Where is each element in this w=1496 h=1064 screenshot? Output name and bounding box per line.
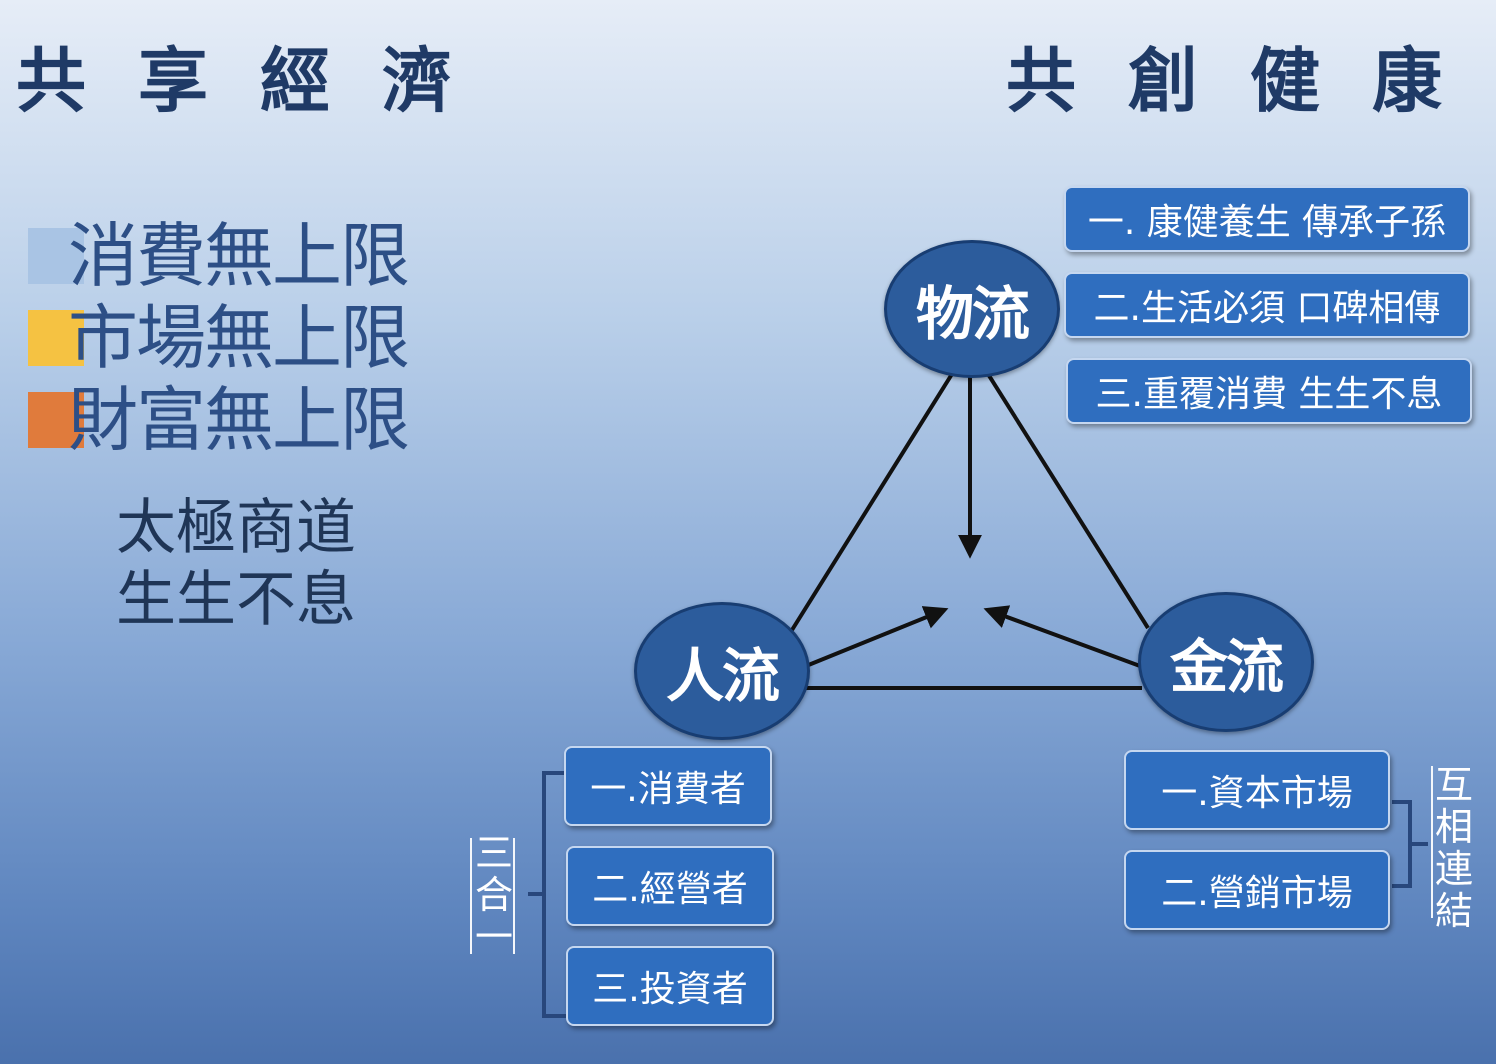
bracket-san-he-yi [528, 771, 566, 1018]
wuliu-item-3: 三.重覆消費 生生不息 [1066, 358, 1472, 424]
renliu-item-3: 三.投資者 [566, 946, 774, 1026]
limit-wealth-swatch [28, 392, 84, 448]
node-wuliu: 物流 [884, 240, 1060, 378]
renliu-item-2: 二.經營者 [566, 846, 774, 926]
wuliu-item-2: 二.生活必須 口碑相傳 [1064, 272, 1470, 338]
motto: 太極商道 生生不息 [116, 492, 356, 636]
motto-line-1: 太極商道 [116, 493, 356, 563]
title-shared-economy: 共享經濟 [16, 40, 504, 122]
arrow-renliu-center [805, 606, 949, 668]
group-label-hu-xiang-lian-jie: 互相連結 [1434, 763, 1473, 933]
renliu-item-1: 一.消費者 [564, 746, 772, 826]
arrow-jinliu-center [983, 605, 1141, 668]
title-co-create-health: 共創健康 [1006, 40, 1494, 122]
edge-wuliu-jinliu [986, 372, 1150, 630]
limit-market-label: 市場無上限 [68, 297, 410, 379]
wuliu-item-1: 一. 康健養生 傳承子孫 [1064, 186, 1470, 252]
group-label-san-he-yi: 三合一 [474, 831, 513, 959]
limit-consumption-label: 消費無上限 [68, 215, 410, 297]
bracket-hu-xiang-lian-jie [1392, 800, 1428, 888]
node-renliu: 人流 [634, 602, 810, 740]
limit-consumption-swatch [28, 228, 84, 284]
jinliu-item-2: 二.營銷市場 [1124, 850, 1390, 930]
limit-wealth-label: 財富無上限 [68, 379, 410, 461]
limit-market-swatch [28, 310, 84, 366]
edge-wuliu-renliu [790, 372, 954, 632]
motto-line-2: 生生不息 [116, 565, 356, 635]
node-jinliu: 金流 [1138, 592, 1314, 732]
jinliu-item-1: 一.資本市場 [1124, 750, 1390, 830]
